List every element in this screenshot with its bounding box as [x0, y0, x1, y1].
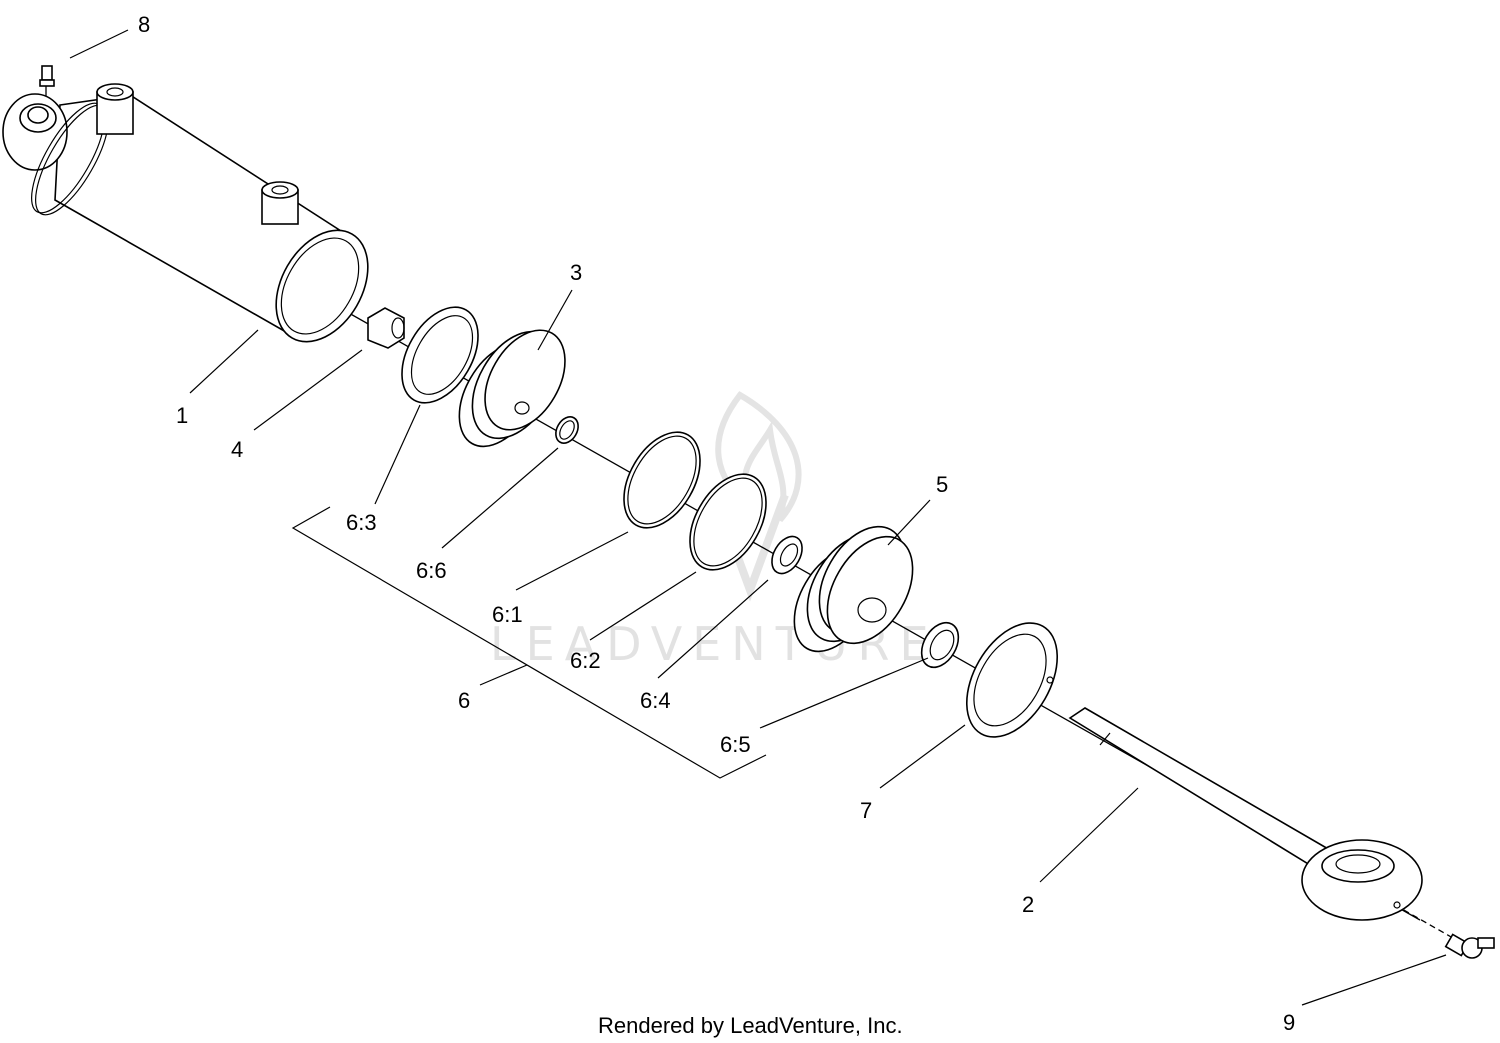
callout-8: 8: [138, 12, 150, 37]
callout-9: 9: [1283, 1010, 1295, 1035]
callout-1: 1: [176, 403, 188, 428]
part-7-end-cap: [965, 622, 1059, 738]
callout-2: 2: [1022, 892, 1034, 917]
part-6-4-wiper: [771, 535, 803, 575]
credit-text: Rendered by LeadVenture, Inc.: [598, 1013, 903, 1038]
callout-6-3: 6:3: [346, 510, 377, 535]
part-5-piston: [793, 525, 914, 653]
part-2-piston-rod: [1068, 707, 1423, 921]
callout-6-6: 6:6: [416, 558, 447, 583]
callout-6-1: 6:1: [492, 602, 523, 627]
callout-4: 4: [231, 437, 243, 462]
part-9-elbow-fitting: [1444, 933, 1495, 959]
axis-fitting-9: [1394, 904, 1461, 943]
part-6-3-seal-ring: [401, 306, 479, 404]
part-4-hex-nut: [367, 307, 405, 349]
callout-7: 7: [860, 798, 872, 823]
part-6-6-snap-ring: [555, 416, 579, 444]
part-6-1-o-ring: [623, 431, 701, 529]
part-3-piston-gland: [458, 329, 566, 448]
callout-3: 3: [570, 260, 582, 285]
part-1-cylinder-barrel: [2, 83, 369, 343]
part-6-2-backup-ring: [689, 473, 767, 571]
part-6-5-rod-seal: [920, 621, 960, 669]
callout-6-4: 6:4: [640, 688, 671, 713]
callout-6-2: 6:2: [570, 648, 601, 673]
callout-labels: 8 1 4 3 6:3 6:6 6:1 6:2 6:4 6 6:5 5 7 2 …: [138, 12, 1295, 1035]
part-8-grease-fitting: [39, 65, 55, 87]
callout-5: 5: [936, 472, 948, 497]
callout-6: 6: [458, 688, 470, 713]
callout-6-5: 6:5: [720, 732, 751, 757]
leader-lines: [69, 29, 1447, 1006]
